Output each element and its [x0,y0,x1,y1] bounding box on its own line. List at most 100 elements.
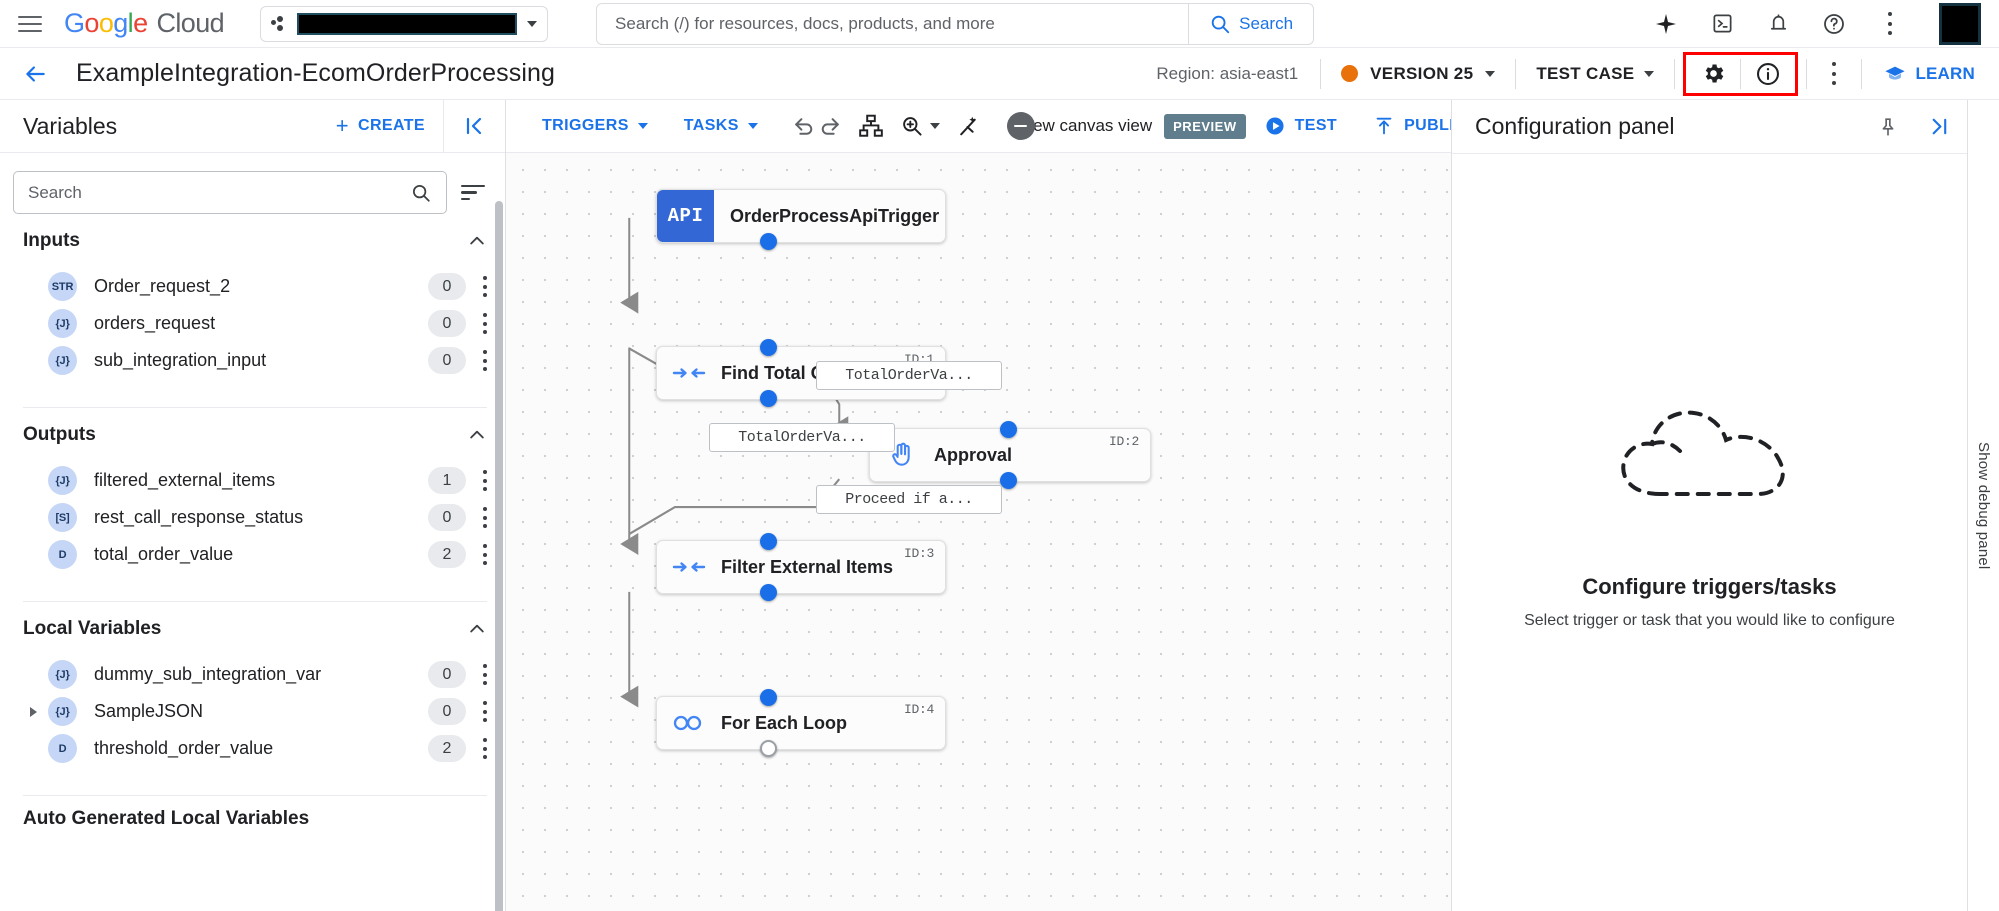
node-input-port[interactable] [760,339,777,356]
node-label: Filter External Items [721,556,894,577]
section-header[interactable]: Inputs [23,214,487,268]
divider [1806,58,1808,89]
magic-wand-button[interactable] [956,106,981,146]
main-content: Variables + CREATE [0,99,1999,911]
project-selector[interactable] [260,5,549,42]
tasks-menu[interactable]: TASKS [666,117,776,135]
pin-icon [1882,117,1894,136]
row-options-kebab-icon[interactable] [482,544,487,565]
node-label: For Each Loop [721,712,847,733]
node-output-port[interactable] [760,390,777,407]
redo-button[interactable] [817,106,842,146]
info-button[interactable] [1741,54,1795,94]
page-header-actions: Region: asia-east1 VERSION 25 TEST CASE [1156,48,1983,99]
show-debug-panel-button[interactable]: Show debug panel [1967,100,1999,911]
node-order-process-api-trigger[interactable]: API OrderProcessApiTrigger [656,189,946,250]
google-cloud-logo[interactable]: Google Cloud [64,8,225,38]
row-options-kebab-icon[interactable] [482,738,487,759]
variables-search-box[interactable] [13,171,447,214]
expand-row-triangle-icon[interactable] [25,704,41,720]
publish-upload-icon [1376,117,1392,135]
row-options-kebab-icon[interactable] [482,313,487,334]
page-overflow-menu[interactable] [1807,54,1861,94]
list-item[interactable]: {J} sub_integration_input 0 [23,342,487,379]
collapse-left-icon [466,117,481,135]
variables-section-outputs: Outputs {J} filtered_external_items 1 [S… [0,408,505,602]
node-output-port[interactable] [760,584,777,601]
edge-label-proceed-if-approved[interactable]: Proceed if a... [816,485,1002,514]
node-input-port[interactable] [1000,421,1017,438]
list-item[interactable]: {J} orders_request 0 [23,305,487,342]
edge-label-total-order-value-left[interactable]: TotalOrderVa... [709,423,895,452]
edge-label-total-order-value-top[interactable]: TotalOrderVa... [816,361,1002,390]
notifications-bell-icon[interactable] [1763,9,1793,39]
pin-panel-button[interactable] [1873,107,1903,147]
variables-search-input[interactable] [28,182,410,203]
dashed-cloud-icon [1621,410,1785,496]
region-label: Region: asia-east1 [1156,63,1299,83]
list-item[interactable]: [S] rest_call_response_status 0 [23,499,487,536]
divider [23,407,487,408]
variable-count-badge: 0 [428,661,466,688]
account-avatar[interactable] [1939,2,1981,45]
section-header[interactable]: Auto Generated Local Variables [23,796,487,842]
sort-filter-icon[interactable] [461,180,487,206]
row-options-kebab-icon[interactable] [482,664,487,685]
zoom-menu[interactable] [900,106,940,146]
node-output-port[interactable] [1000,472,1017,489]
integration-canvas[interactable]: API OrderProcessApiTrigger Find Total Or… [506,153,1451,911]
collapse-variables-panel-button[interactable] [443,99,505,153]
node-approval-task[interactable]: Approval ID:2 [869,421,1151,489]
gemini-sparkle-icon[interactable] [1651,9,1681,39]
list-item[interactable]: STR Order_request_2 0 [23,268,487,305]
test-button[interactable]: TEST [1246,115,1356,137]
settings-button[interactable] [1686,54,1740,94]
node-id-tag: ID:3 [903,546,934,561]
section-header[interactable]: Local Variables [23,602,487,656]
node-output-port[interactable] [760,233,777,250]
row-options-kebab-icon[interactable] [482,701,487,722]
create-variable-button[interactable]: + CREATE [336,115,443,137]
list-item[interactable]: {J} SampleJSON 0 [23,693,487,730]
test-case-menu[interactable]: TEST CASE [1516,64,1674,84]
node-input-port[interactable] [760,689,777,706]
row-options-kebab-icon[interactable] [482,470,487,491]
search-button[interactable]: Search [1188,3,1313,44]
chevron-down-icon [637,123,648,129]
chevron-up-icon[interactable] [467,425,487,445]
variables-panel-scrollbar[interactable] [495,201,503,911]
chevron-up-icon[interactable] [467,619,487,639]
back-button[interactable] [18,57,52,91]
undo-button[interactable] [792,106,817,146]
help-question-icon[interactable] [1819,9,1849,39]
node-for-each-loop[interactable]: For Each Loop ID:4 [656,689,946,757]
list-item[interactable]: {J} dummy_sub_integration_var 0 [23,656,487,693]
chevron-up-icon[interactable] [467,231,487,251]
triggers-menu[interactable]: TRIGGERS [524,117,666,135]
section-header[interactable]: Outputs [23,408,487,462]
cloud-shell-icon[interactable] [1707,9,1737,39]
expand-panel-button[interactable] [1923,107,1953,147]
list-item[interactable]: {J} filtered_external_items 1 [23,462,487,499]
row-options-kebab-icon[interactable] [482,276,487,297]
empty-state-title: Configure triggers/tasks [1582,573,1837,599]
more-options-kebab-icon[interactable] [1875,9,1905,39]
connector-wires [620,217,849,708]
variable-count-badge: 2 [428,541,466,568]
approval-hand-icon [870,441,934,469]
node-filter-external-items[interactable]: Filter External Items ID:3 [656,533,946,601]
auto-layout-button[interactable] [858,106,884,146]
list-item[interactable]: D threshold_order_value 2 [23,730,487,767]
learn-button[interactable]: LEARN [1862,63,1983,85]
search-input[interactable] [597,13,1189,34]
variable-type-badge: D [48,734,77,763]
node-input-port[interactable] [760,533,777,550]
version-selector[interactable]: VERSION 25 [1321,64,1515,84]
node-output-port[interactable] [760,740,777,757]
variables-panel-title: Variables [23,112,118,139]
hamburger-menu-icon[interactable] [18,10,46,38]
list-item[interactable]: D total_order_value 2 [23,536,487,573]
row-options-kebab-icon[interactable] [482,507,487,528]
row-options-kebab-icon[interactable] [482,350,487,371]
global-search-bar[interactable]: Search [596,2,1315,45]
